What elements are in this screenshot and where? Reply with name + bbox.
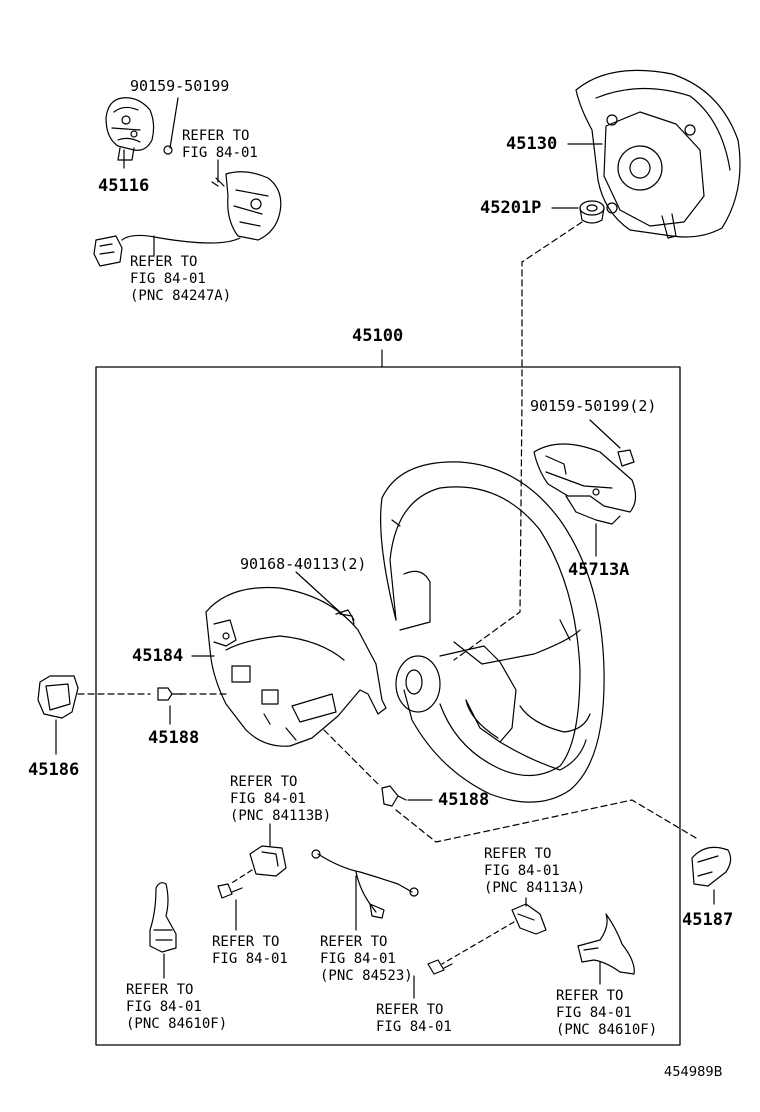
switch-assembly-45116 (93, 97, 282, 267)
screw-45188-right (381, 785, 407, 807)
ref-84610F-right-line1: REFER TO (556, 988, 624, 1004)
ref-84247A-line2: FIG 84-01 (130, 271, 206, 287)
ref-84610F-right-line2: FIG 84-01 (556, 1005, 632, 1021)
connector-84113A (511, 903, 547, 935)
screw-45188-left (157, 687, 183, 701)
paddle-left (149, 882, 177, 953)
ref-bolt-right-line1: REFER TO (376, 1002, 444, 1018)
part-45130-label: 45130 (506, 134, 558, 154)
part-90159-2-label: 90159-50199(2) (530, 397, 657, 415)
ref-84247A-line1: REFER TO (130, 254, 198, 270)
ref-84610F-left-line1: REFER TO (126, 982, 194, 998)
part-45188-right-label: 45188 (438, 790, 490, 810)
part-90168-label: 90168-40113(2) (240, 555, 367, 573)
cover-45187 (691, 846, 732, 887)
ref-84610F-left-line2: FIG 84-01 (126, 999, 202, 1015)
assembly-45100-label: 45100 (352, 326, 404, 346)
ref-84247A-line3: (PNC 84247A) (130, 288, 232, 304)
leader-90159-top (169, 97, 179, 149)
part-45713A-label: 45713A (568, 560, 630, 580)
harness-84523 (311, 849, 419, 919)
dash-45201P (453, 221, 583, 661)
part-90159-top-label: 90159-50199 (130, 77, 230, 95)
dash-84113A (441, 921, 515, 965)
ref-84113B-line2: FIG 84-01 (230, 791, 306, 807)
ref-84523-line3: (PNC 84523) (320, 968, 413, 984)
cover-45186 (37, 675, 79, 719)
ref-84523-line1: REFER TO (320, 934, 388, 950)
screw-90159-top (163, 145, 173, 155)
ref-bolt-left-line1: REFER TO (212, 934, 280, 950)
nut-45201P (579, 200, 605, 224)
ref-84610F-right-line3: (PNC 84610F) (556, 1022, 658, 1038)
leader-90168 (295, 571, 343, 615)
ref-bolt-left-line2: FIG 84-01 (212, 951, 288, 967)
ref-84113B-line1: REFER TO (230, 774, 298, 790)
paddle-right (577, 913, 635, 975)
bolt-right (427, 959, 453, 975)
lower-cover-45184 (205, 586, 387, 747)
steering-wheel (380, 461, 605, 803)
part-45201P-label: 45201P (480, 198, 542, 218)
refer-top-line1: REFER TO (182, 128, 250, 144)
screw-90159-2 (617, 449, 635, 467)
part-45116-label: 45116 (98, 176, 150, 196)
part-45184-label: 45184 (132, 646, 184, 666)
refer-top-line2: FIG 84-01 (182, 145, 258, 161)
ref-84610F-left-line3: (PNC 84610F) (126, 1016, 228, 1032)
ref-84523-line2: FIG 84-01 (320, 951, 396, 967)
part-45186-label: 45186 (28, 760, 80, 780)
cover-45713A (533, 443, 637, 525)
ref-84113B-line3: (PNC 84113B) (230, 808, 332, 824)
dash-84113B (229, 869, 253, 885)
dash-45188-right (323, 729, 697, 843)
connector-84113B (249, 845, 287, 877)
airbag-45130 (575, 69, 741, 239)
leader-90159-2 (589, 419, 621, 449)
bolt-left (217, 883, 243, 899)
ref-84113A-line2: FIG 84-01 (484, 863, 560, 879)
ref-bolt-right-line2: FIG 84-01 (376, 1019, 452, 1035)
part-45187-label: 45187 (682, 910, 734, 930)
ref-84113A-line1: REFER TO (484, 846, 552, 862)
ref-84113A-line3: (PNC 84113A) (484, 880, 586, 896)
screw-90168 (335, 609, 355, 621)
part-45188-left-label: 45188 (148, 728, 200, 748)
assembly-frame (95, 366, 681, 1046)
diagram-id: 454989B (664, 1065, 723, 1080)
